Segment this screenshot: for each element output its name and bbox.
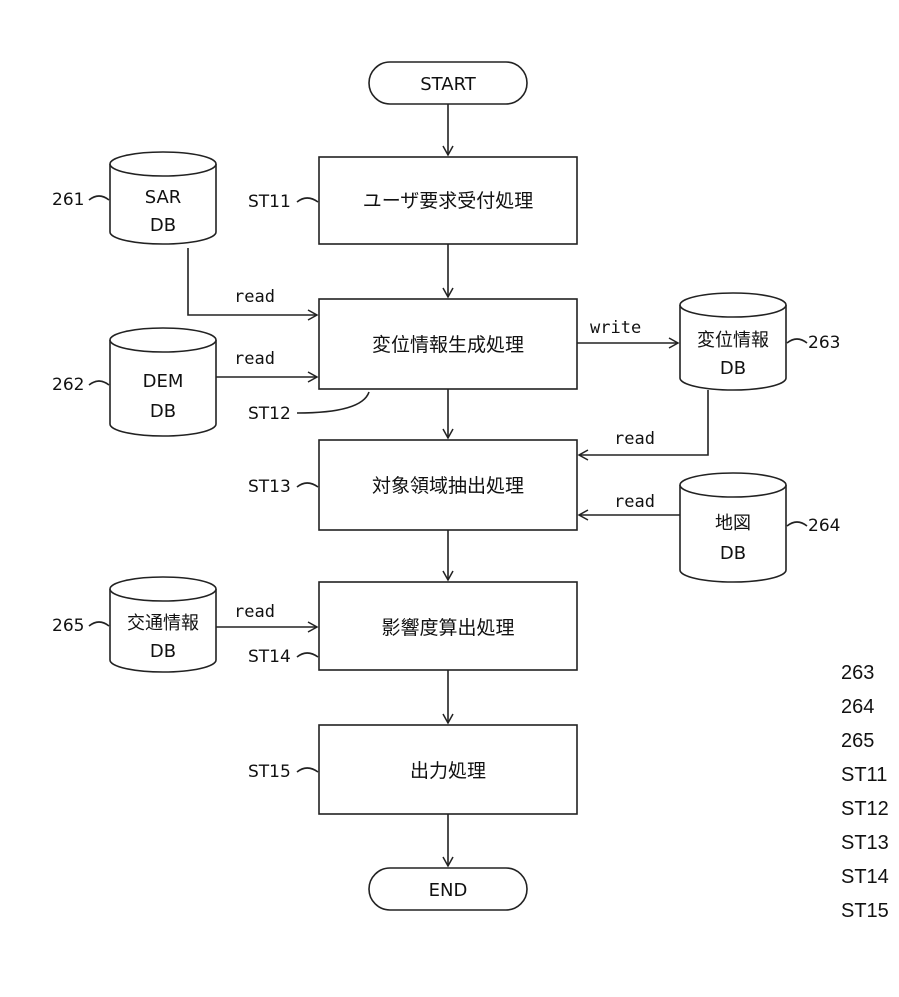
read-label-sar: read <box>234 287 275 307</box>
db-map-line1: 地図 <box>715 513 751 534</box>
db-traffic-line1: 交通情報 <box>127 613 199 634</box>
ref-261: 261 <box>52 190 84 210</box>
db-displacement-line2: DB <box>720 358 746 379</box>
read-label-displacement: read <box>614 429 655 449</box>
db-dem-line2: DB <box>150 401 176 422</box>
ref-st12: ST12 <box>248 404 291 424</box>
read-label-traffic: read <box>234 602 275 622</box>
db-sar-line1: SAR <box>145 187 182 208</box>
legend-item: ST11 <box>841 758 899 792</box>
start-label: START <box>420 74 477 95</box>
process-box-st13: 対象領域抽出処理 <box>319 440 577 530</box>
end-terminal: END <box>369 868 527 910</box>
database-traffic: 交通情報 DB <box>110 577 216 672</box>
database-displacement: 変位情報 DB <box>680 293 786 390</box>
read-label-dem: read <box>234 349 275 369</box>
process-box-st11: ユーザ要求受付処理 <box>319 157 577 244</box>
legend-item: 263 <box>841 656 899 690</box>
process-box-st14: 影響度算出処理 <box>319 582 577 670</box>
database-dem: DEM DB <box>110 328 216 436</box>
db-dem-line1: DEM <box>143 371 184 392</box>
reference-legend: 263 264 265 ST11 ST12 ST13 ST14 ST15 <box>841 656 899 928</box>
ref-st13: ST13 <box>248 477 291 497</box>
legend-item: ST13 <box>841 826 899 860</box>
db-traffic-line2: DB <box>150 641 176 662</box>
db-sar-line2: DB <box>150 215 176 236</box>
ref-262: 262 <box>52 375 84 395</box>
read-label-map: read <box>614 492 655 512</box>
step-label-st11: ユーザ要求受付処理 <box>363 190 534 212</box>
step-label-st12: 変位情報生成処理 <box>372 334 524 356</box>
write-label-displacement: write <box>590 318 641 338</box>
step-label-st15: 出力処理 <box>410 760 486 782</box>
ref-st11: ST11 <box>248 192 291 212</box>
ref-st15: ST15 <box>248 762 291 782</box>
ref-263: 263 <box>808 333 840 353</box>
database-sar: SAR DB <box>110 152 216 244</box>
step-label-st14: 影響度算出処理 <box>381 617 514 639</box>
legend-item: 265 <box>841 724 899 758</box>
process-box-st15: 出力処理 <box>319 725 577 814</box>
legend-item: ST12 <box>841 792 899 826</box>
ref-264: 264 <box>808 516 840 536</box>
legend-item: ST14 <box>841 860 899 894</box>
legend-item: 264 <box>841 690 899 724</box>
process-box-st12: 変位情報生成処理 <box>319 299 577 389</box>
start-terminal: START <box>369 62 527 104</box>
db-displacement-line1: 変位情報 <box>697 330 769 351</box>
ref-st14: ST14 <box>248 647 291 667</box>
legend-item: ST15 <box>841 894 899 928</box>
end-label: END <box>429 880 468 901</box>
db-map-line2: DB <box>720 543 746 564</box>
ref-265: 265 <box>52 616 84 636</box>
database-map: 地図 DB <box>680 473 786 582</box>
step-label-st13: 対象領域抽出処理 <box>372 475 524 497</box>
